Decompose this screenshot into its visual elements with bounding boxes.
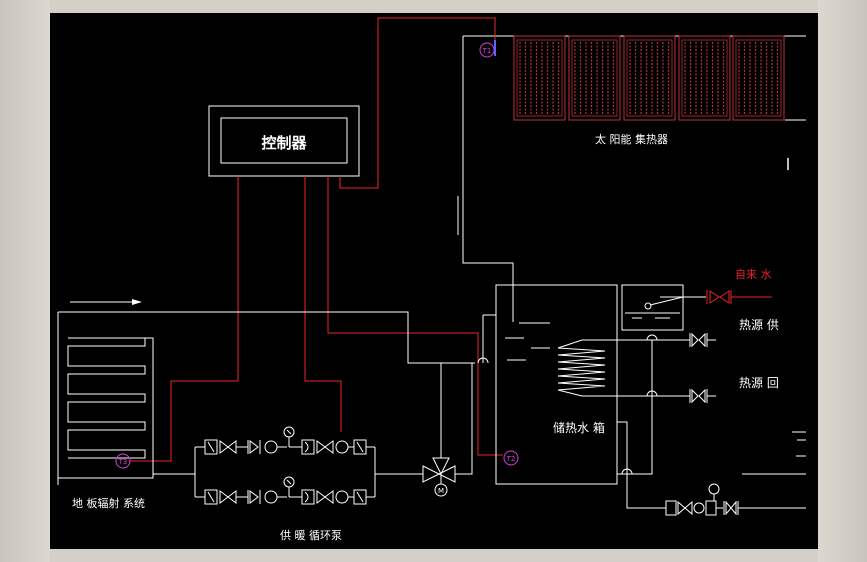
collector-panel xyxy=(678,35,731,121)
storage-tank[interactable] xyxy=(495,284,618,485)
sensor-t1[interactable]: T1 xyxy=(479,40,496,58)
strainer xyxy=(204,489,218,505)
collector-panel xyxy=(513,35,566,121)
heat-supply-label: 热源 供 xyxy=(739,318,779,332)
pipe-crossovers xyxy=(477,334,658,475)
sensor-t2-label: T2 xyxy=(506,455,516,463)
make-up-water-tank[interactable] xyxy=(621,284,684,331)
left-frame xyxy=(0,0,50,562)
flow-arrow xyxy=(70,299,142,305)
pump xyxy=(264,490,278,504)
floor-radiant-label: 地 板辐射 系统 xyxy=(72,496,145,510)
pressure-gauge xyxy=(283,426,295,438)
heat-supply-valve[interactable] xyxy=(689,332,708,348)
sensor-t3[interactable]: T3 xyxy=(115,453,131,469)
signal-wires xyxy=(130,17,503,462)
circulation-pump-label: 供 暖 循环泵 xyxy=(280,528,342,542)
tap-water-label: 自来 水 xyxy=(735,268,772,281)
controller-box[interactable] xyxy=(208,105,360,177)
sensor-t2[interactable]: T2 xyxy=(503,450,519,466)
piping xyxy=(58,44,806,509)
valve-motor-label: M xyxy=(438,487,444,495)
heat-return-valve[interactable] xyxy=(689,388,708,404)
collector-panel xyxy=(623,35,676,121)
floor-coil xyxy=(67,337,146,459)
floor-radiant-system[interactable] xyxy=(57,312,154,485)
heat-return-label: 热源 回 xyxy=(739,376,779,390)
right-frame xyxy=(818,0,867,562)
heat-exchanger-coil xyxy=(557,347,606,391)
sensor-t1-label: T1 xyxy=(482,47,492,55)
solar-collector-array[interactable] xyxy=(462,35,806,121)
sensor-t3-label: T3 xyxy=(118,458,128,466)
motorized-valve[interactable]: M xyxy=(422,457,456,497)
collector-panel xyxy=(732,35,785,121)
pump xyxy=(264,440,278,454)
controller-label: 控制器 xyxy=(261,134,307,152)
solar-collector-label: 太 阳能 集热器 xyxy=(595,132,668,146)
outlet-pump-group[interactable] xyxy=(650,483,739,516)
strainer xyxy=(204,439,218,455)
storage-tank-label: 储热水 箱 xyxy=(553,420,605,435)
circulation-pump-group[interactable] xyxy=(153,426,389,505)
collector-panel xyxy=(568,35,621,121)
pressure-gauge xyxy=(283,476,295,488)
tap-water-valve[interactable] xyxy=(706,290,732,304)
